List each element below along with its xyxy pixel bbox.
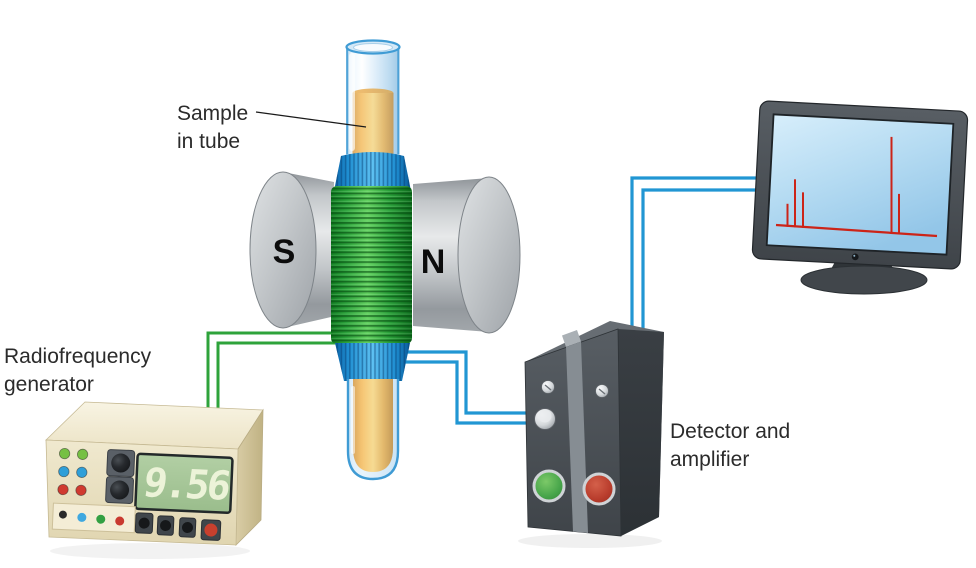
tube-rim-inner: [353, 43, 393, 52]
detector-red-button: [582, 472, 616, 506]
magnet-north: N: [413, 176, 521, 334]
bottom-button-2-knob: [160, 520, 172, 532]
magnet-south-face: [249, 171, 317, 329]
frequency-display-value: 9.56: [140, 460, 232, 509]
detector-connector-cap: [538, 409, 552, 423]
sample-leader-line: [255, 111, 367, 128]
monitor-power-led-glint: [853, 254, 856, 257]
sample-probe-assembly: [331, 39, 412, 481]
monitor-head: [751, 100, 969, 270]
glass-tube-lower-outline: [346, 379, 400, 481]
strip-dot-blue: [77, 512, 87, 522]
rf-generator-label: Radiofrequency generator: [4, 345, 152, 396]
sample-label-line2: in tube: [177, 130, 240, 153]
detector-stripe-top: [562, 330, 581, 347]
detector-stripe-front: [566, 341, 588, 533]
detector-label: Detector and amplifier: [670, 420, 790, 471]
magnet-north-label: N: [421, 243, 446, 281]
green-wire-inner: [216, 341, 342, 412]
glass-sheen-lower: [348, 379, 398, 479]
glass-highlight-upper: [349, 53, 355, 151]
coil-collar-top-ribs: [334, 152, 411, 191]
led-red-1: [57, 483, 69, 496]
magnet-south: S: [249, 171, 334, 329]
blue-wire-monitor-outer: [630, 176, 760, 335]
generator-dot-strip: [51, 502, 136, 534]
sample-label-line1: Sample: [177, 102, 248, 125]
detector-shadow: [518, 534, 662, 548]
bottom-button-4-red-knob: [204, 523, 218, 537]
detector-green-button: [532, 469, 566, 503]
strip-dot-red: [115, 516, 125, 526]
rf-coil-windings: [331, 186, 412, 344]
bottom-button-1-knob: [138, 517, 150, 529]
magnet-south-label: S: [273, 233, 296, 271]
led-blue-2: [76, 466, 88, 478]
green-wire-outer: [206, 331, 342, 410]
led-red-2: [75, 484, 87, 496]
glass-highlight-lower: [351, 386, 355, 454]
magnet-north-face: [457, 176, 521, 334]
green-wires-coil-to-generator: [206, 331, 342, 412]
knob-bottom: [110, 480, 130, 500]
rf-label-line2: generator: [4, 373, 94, 396]
sample-label: Sample in tube: [177, 102, 248, 153]
generator-controls: 9.56: [51, 447, 234, 541]
bottom-button-3-knob: [181, 522, 193, 534]
coil-collar-bottom-ribs: [335, 343, 410, 381]
detector-label-line2: amplifier: [670, 448, 749, 471]
led-green-2: [76, 448, 89, 460]
monitor-screen: [765, 113, 955, 256]
detector-label-line1: Detector and: [670, 420, 790, 443]
blue-wires-detector-to-monitor: [630, 176, 762, 335]
blue-wire-outer: [400, 350, 530, 415]
led-blue-1: [58, 465, 70, 478]
strip-dot-green: [96, 514, 106, 524]
blue-wire-inner: [400, 360, 530, 425]
led-green-1: [59, 447, 71, 460]
detector-side-face: [618, 329, 664, 536]
strip-dot-black: [58, 510, 67, 519]
blue-wires-coil-to-detector: [400, 350, 530, 425]
knob-top: [111, 453, 131, 473]
generator-led-grid: [57, 447, 89, 496]
spectrum-lines: [775, 136, 938, 238]
blue-wire-monitor-inner: [641, 188, 762, 332]
frequency-display: [134, 452, 234, 514]
monitor: [751, 100, 969, 295]
rf-generator: 9.56: [45, 401, 264, 546]
detector-amplifier: [524, 321, 664, 537]
generator-bottom-buttons: [134, 512, 222, 541]
monitor-base: [800, 265, 928, 295]
generator-shadow: [50, 543, 250, 559]
rf-label-line1: Radiofrequency: [4, 345, 152, 368]
